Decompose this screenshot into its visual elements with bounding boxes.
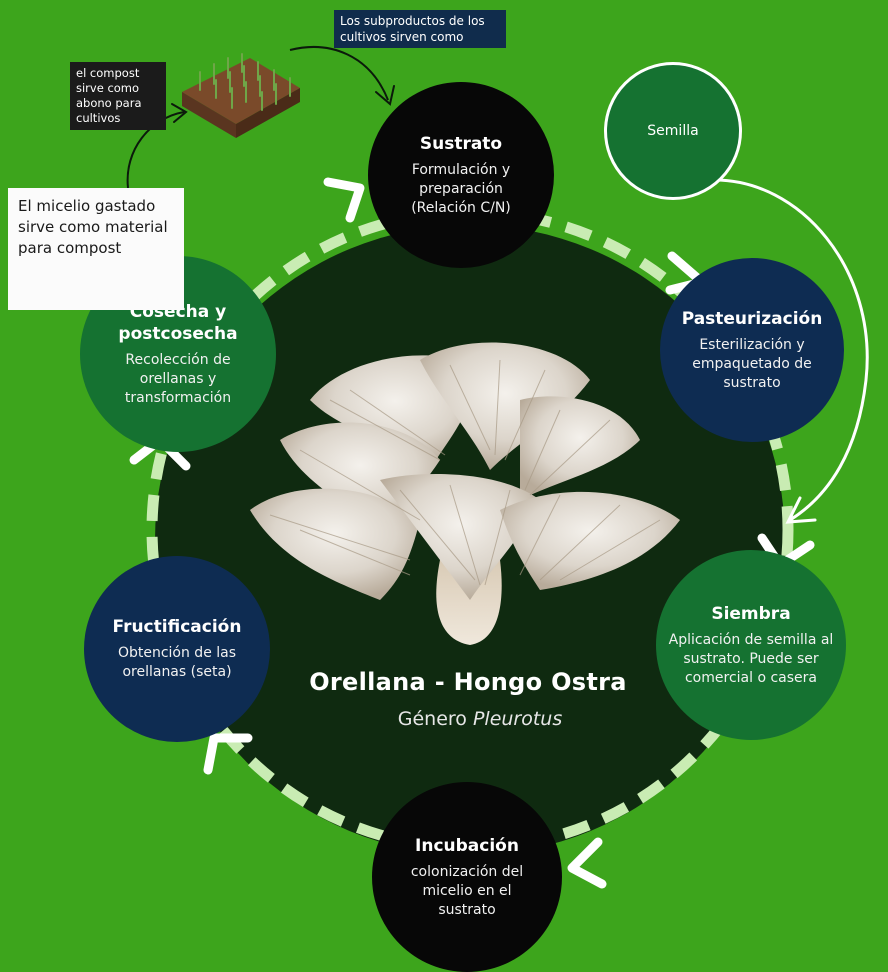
arrow-to-incubacion-icon [567,837,607,889]
stage-siembra-desc: Aplicación de semilla al sustrato. Puede… [668,631,834,686]
stage-fructificacion-desc: Obtención de las orellanas (seta) [117,645,237,680]
stage-pasteurizacion-title: Pasteurización [681,308,823,329]
subproductos-arrow [289,46,389,101]
note-micelio-gastado: El micelio gastado sirve como material p… [8,188,184,310]
stage-incubacion-title: Incubación [415,835,519,856]
oyster-mushroom-image [250,342,680,645]
stage-incubacion-desc: colonización del micelio en el sustrato [410,863,524,918]
stage-incubacion: Incubación colonización del micelio en e… [372,782,562,972]
stage-sustrato-desc: Formulación y preparación (Relación C/N) [411,161,511,216]
stage-siembra: Siembra Aplicación de semilla al sustrat… [656,550,846,740]
diagram-subtitle-genus: Pleurotus [472,708,563,730]
stage-fructificacion-title: Fructificación [112,617,242,637]
arrow-to-sustrato-icon [323,177,365,223]
semilla-node: Semilla [604,62,742,200]
stage-sustrato: Sustrato Formulación y preparación (Rela… [368,82,554,268]
arrow-to-fructificacion-icon [203,733,253,775]
subproductos-arrowhead-icon [375,85,395,106]
semilla-arrow [711,178,869,522]
stage-cosecha-desc: Recolección de orellanas y transformació… [124,351,232,406]
semilla-arrowhead-icon [785,496,817,524]
cycle-ring [146,206,794,854]
stage-sustrato-title: Sustrato [419,133,503,154]
seedling-tray-icon [182,53,300,138]
stage-pasteurizacion-desc: Esterilización y empaquetado de sustrato [692,336,812,391]
compost-arrow [126,111,185,189]
diagram-title: Orellana - Hongo Ostra [309,668,627,696]
semilla-label: Semilla [647,123,699,139]
stage-fructificacion: Fructificación Obtención de las orellana… [84,556,270,742]
stage-pasteurizacion: Pasteurización Esterilización y empaquet… [660,258,844,442]
compost-arrowhead-icon [171,103,188,123]
diagram-subtitle: Género Pleurotus [300,708,660,730]
diagram-subtitle-prefix: Género [397,708,473,730]
note-compost-abono: el compost sirve como abono para cultivo… [70,62,166,130]
stage-siembra-title: Siembra [711,603,791,624]
note-subproductos: Los subproductos de los cultivos sirven … [334,10,506,48]
